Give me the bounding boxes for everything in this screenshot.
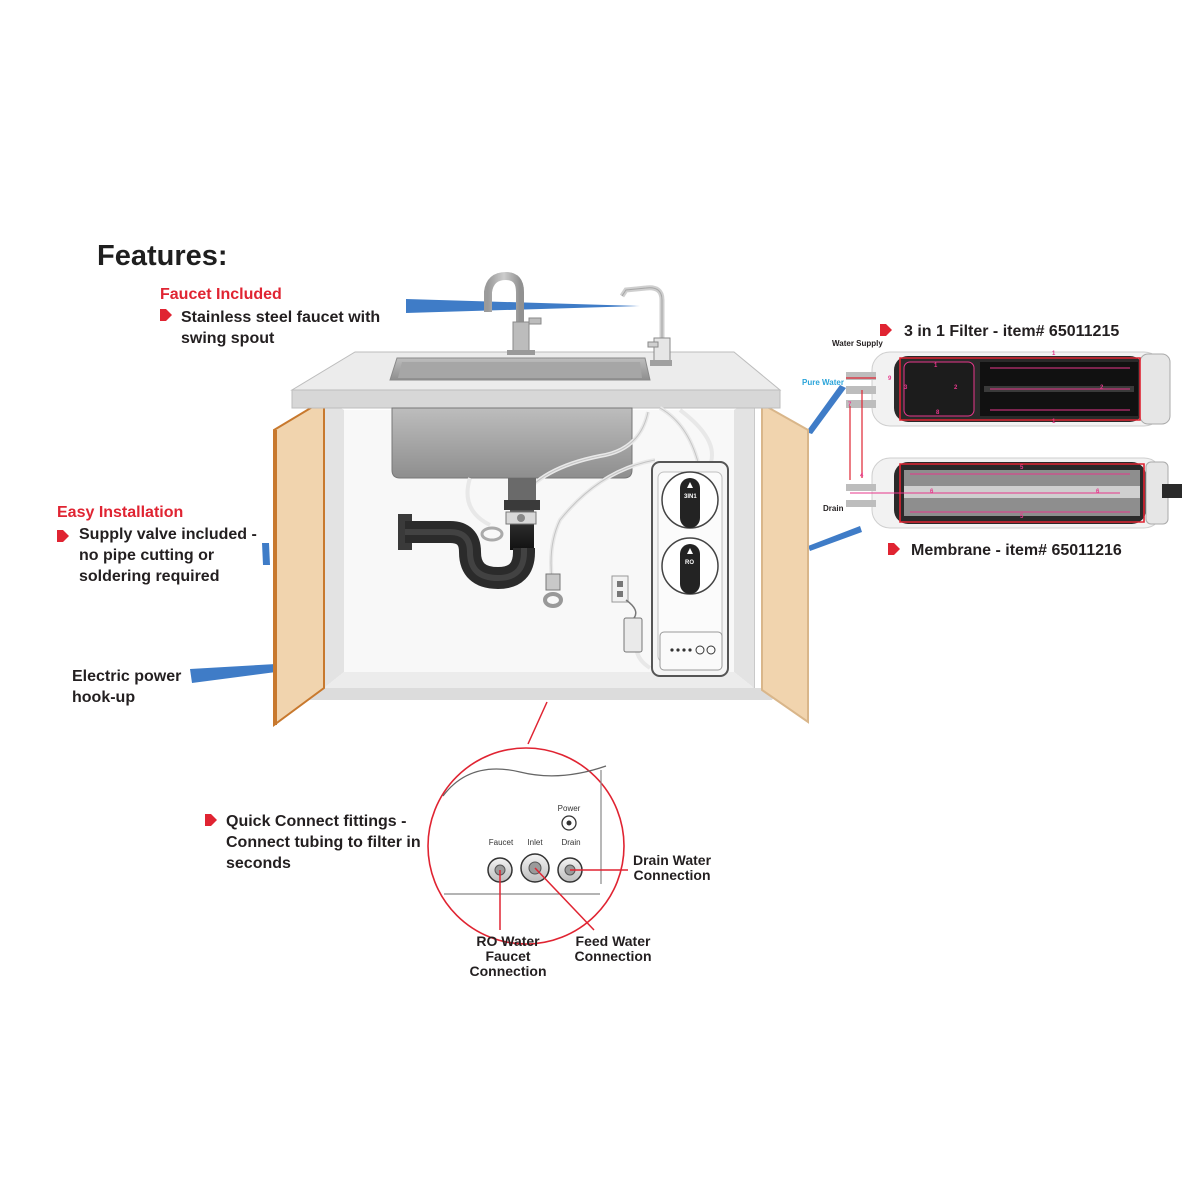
drain-connection-callout: Drain Water Connection — [632, 852, 712, 883]
red-arrow-bullet-icon — [57, 309, 900, 826]
ro-faucet — [619, 285, 672, 366]
step-marker: 1 — [1052, 419, 1056, 425]
pure-water-label: Pure Water — [802, 378, 844, 387]
power-adapter — [623, 599, 643, 653]
step-marker: 6 — [930, 489, 934, 495]
membrane-diagram — [846, 457, 1182, 529]
step-marker: 3 — [904, 385, 908, 391]
panel-power-label: Power — [557, 804, 581, 813]
kitchen-faucet — [484, 271, 542, 355]
filter-item-label: 3 in 1 Filter - item# 65011215 — [904, 323, 1120, 340]
panel-faucet-label: Faucet — [488, 838, 514, 847]
panel-inlet-label: Inlet — [527, 838, 543, 847]
water-supply-label: Water Supply — [832, 339, 883, 348]
drain-label: Drain — [823, 504, 844, 513]
filter-diagram — [846, 351, 1171, 480]
ro-faucet-connection-callout: RO Water Faucet Connection — [469, 933, 547, 979]
supply-valve — [543, 573, 563, 608]
step-marker: 6 — [1096, 489, 1100, 495]
feed-water-connection-callout: Feed Water Connection — [574, 933, 652, 964]
install-heading: Easy Installation — [57, 504, 184, 521]
step-marker: 7 — [848, 402, 852, 408]
faucet-body: Stainless steel faucet with swing spout — [181, 309, 381, 347]
step-marker: 4 — [860, 473, 864, 479]
step-marker: 2 — [1100, 385, 1104, 391]
unit-bottom-label: RO — [685, 560, 694, 566]
step-marker: 2 — [954, 385, 958, 391]
install-body: Supply valve included - no pipe cutting … — [79, 526, 257, 585]
wall-outlet — [611, 575, 629, 603]
step-marker: 1 — [934, 363, 938, 369]
features-title: Features: — [97, 240, 228, 272]
panel-drain-label: Drain — [561, 838, 581, 847]
step-marker: 1 — [1052, 351, 1056, 357]
unit-top-label: 3IN1 — [684, 494, 697, 500]
faucet-heading: Faucet Included — [160, 286, 282, 303]
step-marker: 5 — [1020, 514, 1024, 520]
power-body: Electric power hook-up — [72, 668, 182, 706]
quick-connect-body: Quick Connect fittings - Connect tubing … — [226, 813, 421, 872]
ro-unit — [651, 461, 729, 677]
zoom-circle — [427, 747, 628, 945]
step-marker: 5 — [1020, 465, 1024, 471]
drain-pipe — [334, 478, 540, 590]
step-marker: 9 — [888, 376, 892, 382]
membrane-item-label: Membrane - item# 65011216 — [911, 542, 1122, 559]
step-marker: 8 — [936, 410, 940, 416]
